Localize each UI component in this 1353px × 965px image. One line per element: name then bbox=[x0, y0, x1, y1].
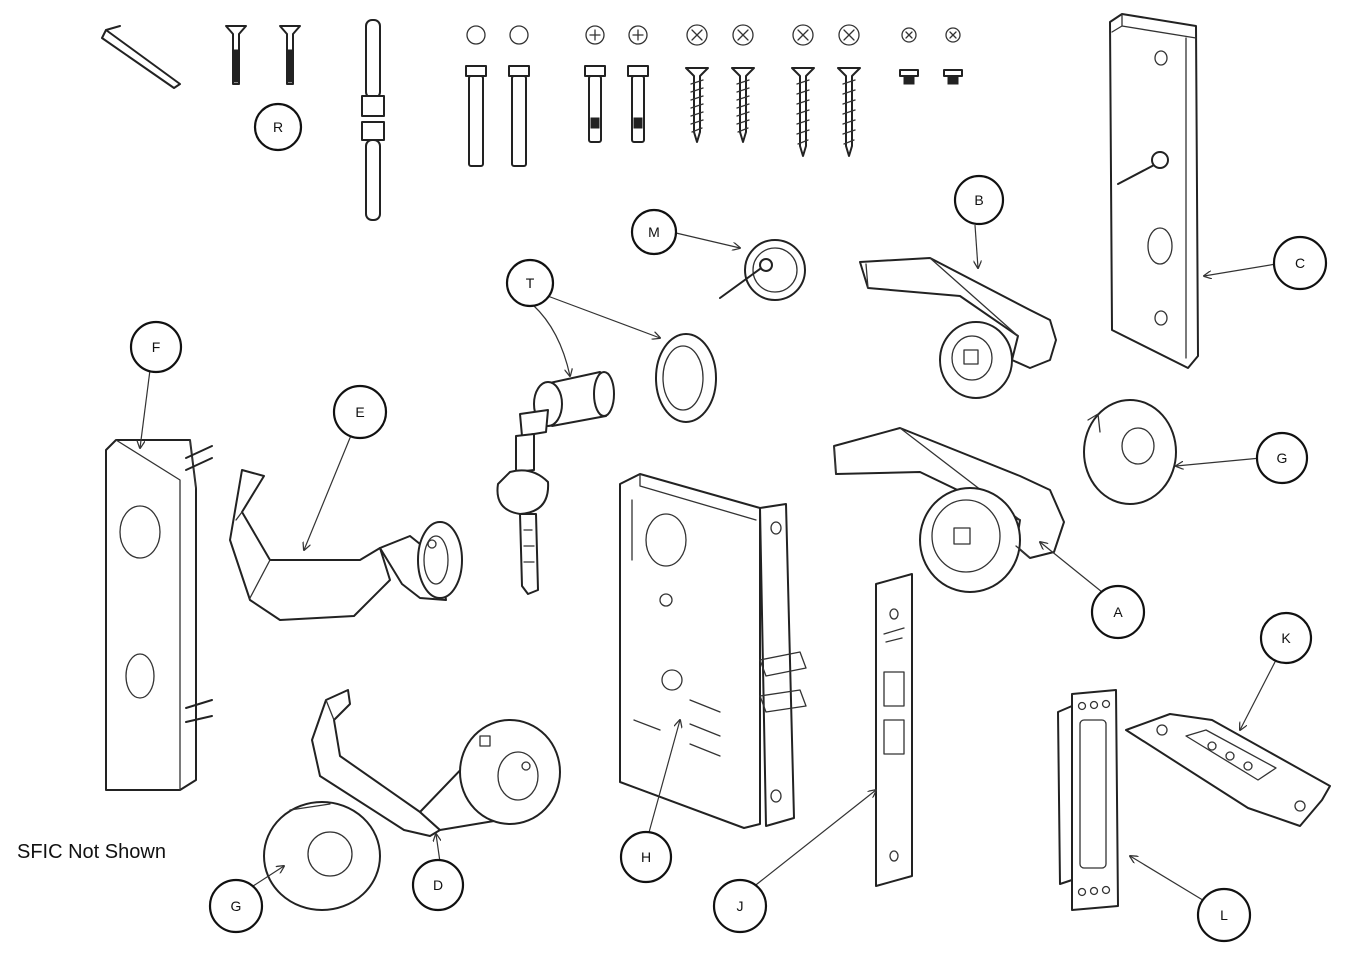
callout-h-label: H bbox=[641, 849, 651, 865]
part-b-lever bbox=[859, 257, 1057, 399]
part-k-strike bbox=[1125, 713, 1331, 827]
sfic-note: SFIC Not Shown bbox=[17, 841, 166, 863]
callout-e-label: E bbox=[355, 404, 364, 420]
part-g-rose-bottom bbox=[263, 801, 381, 911]
callout-f: F bbox=[129, 320, 183, 374]
callout-k-label: K bbox=[1281, 630, 1291, 646]
callout-f-label: F bbox=[152, 339, 161, 355]
callout-l: L bbox=[1196, 887, 1252, 943]
part-f-escutcheon-plate bbox=[105, 439, 213, 791]
callout-g-right: G bbox=[1255, 431, 1309, 485]
callout-h: H bbox=[619, 830, 673, 884]
part-g-rose-right bbox=[1083, 399, 1177, 505]
callout-d: D bbox=[411, 858, 465, 912]
part-l-strike-box bbox=[1057, 689, 1119, 911]
hex-wrench bbox=[101, 25, 181, 89]
callout-j-label: J bbox=[737, 898, 744, 914]
spindle bbox=[361, 19, 385, 221]
wood-screws bbox=[685, 67, 861, 157]
callout-d-label: D bbox=[433, 877, 443, 893]
callout-b: B bbox=[953, 174, 1005, 226]
callout-c: C bbox=[1272, 235, 1328, 291]
callout-r: R bbox=[253, 102, 303, 152]
callout-g-bottom: G bbox=[208, 878, 264, 934]
part-c-escutcheon-plate bbox=[1109, 13, 1199, 369]
callout-j: J bbox=[712, 878, 768, 934]
callout-m: M bbox=[630, 208, 678, 256]
leader-lines bbox=[140, 224, 1277, 903]
callout-a-label: A bbox=[1113, 604, 1123, 620]
small-screws bbox=[899, 69, 963, 85]
callout-a: A bbox=[1090, 584, 1146, 640]
callout-b-label: B bbox=[974, 192, 983, 208]
thru-bolts-r bbox=[225, 25, 301, 85]
part-a-lever bbox=[833, 427, 1065, 593]
callout-r-label: R bbox=[273, 119, 283, 135]
callout-g-right-label: G bbox=[1277, 450, 1288, 466]
part-e-lever bbox=[229, 469, 463, 621]
callout-t-label: T bbox=[526, 275, 535, 291]
callout-k: K bbox=[1259, 611, 1313, 665]
callout-l-label: L bbox=[1220, 907, 1228, 923]
sex-nuts bbox=[465, 65, 530, 167]
part-m-hub bbox=[719, 239, 806, 301]
callout-m-label: M bbox=[648, 224, 660, 240]
callout-t: T bbox=[505, 258, 555, 308]
part-j-armor-front bbox=[875, 573, 913, 887]
callout-c-label: C bbox=[1295, 255, 1305, 271]
screw-heads-row bbox=[466, 24, 961, 46]
part-h-mortise-body bbox=[619, 473, 807, 829]
part-t-cylinder-and-keys bbox=[496, 333, 717, 595]
callout-e: E bbox=[332, 384, 388, 440]
mounting-screws bbox=[584, 65, 649, 143]
part-d-lever bbox=[311, 689, 561, 837]
callout-g-bottom-label: G bbox=[231, 898, 242, 914]
